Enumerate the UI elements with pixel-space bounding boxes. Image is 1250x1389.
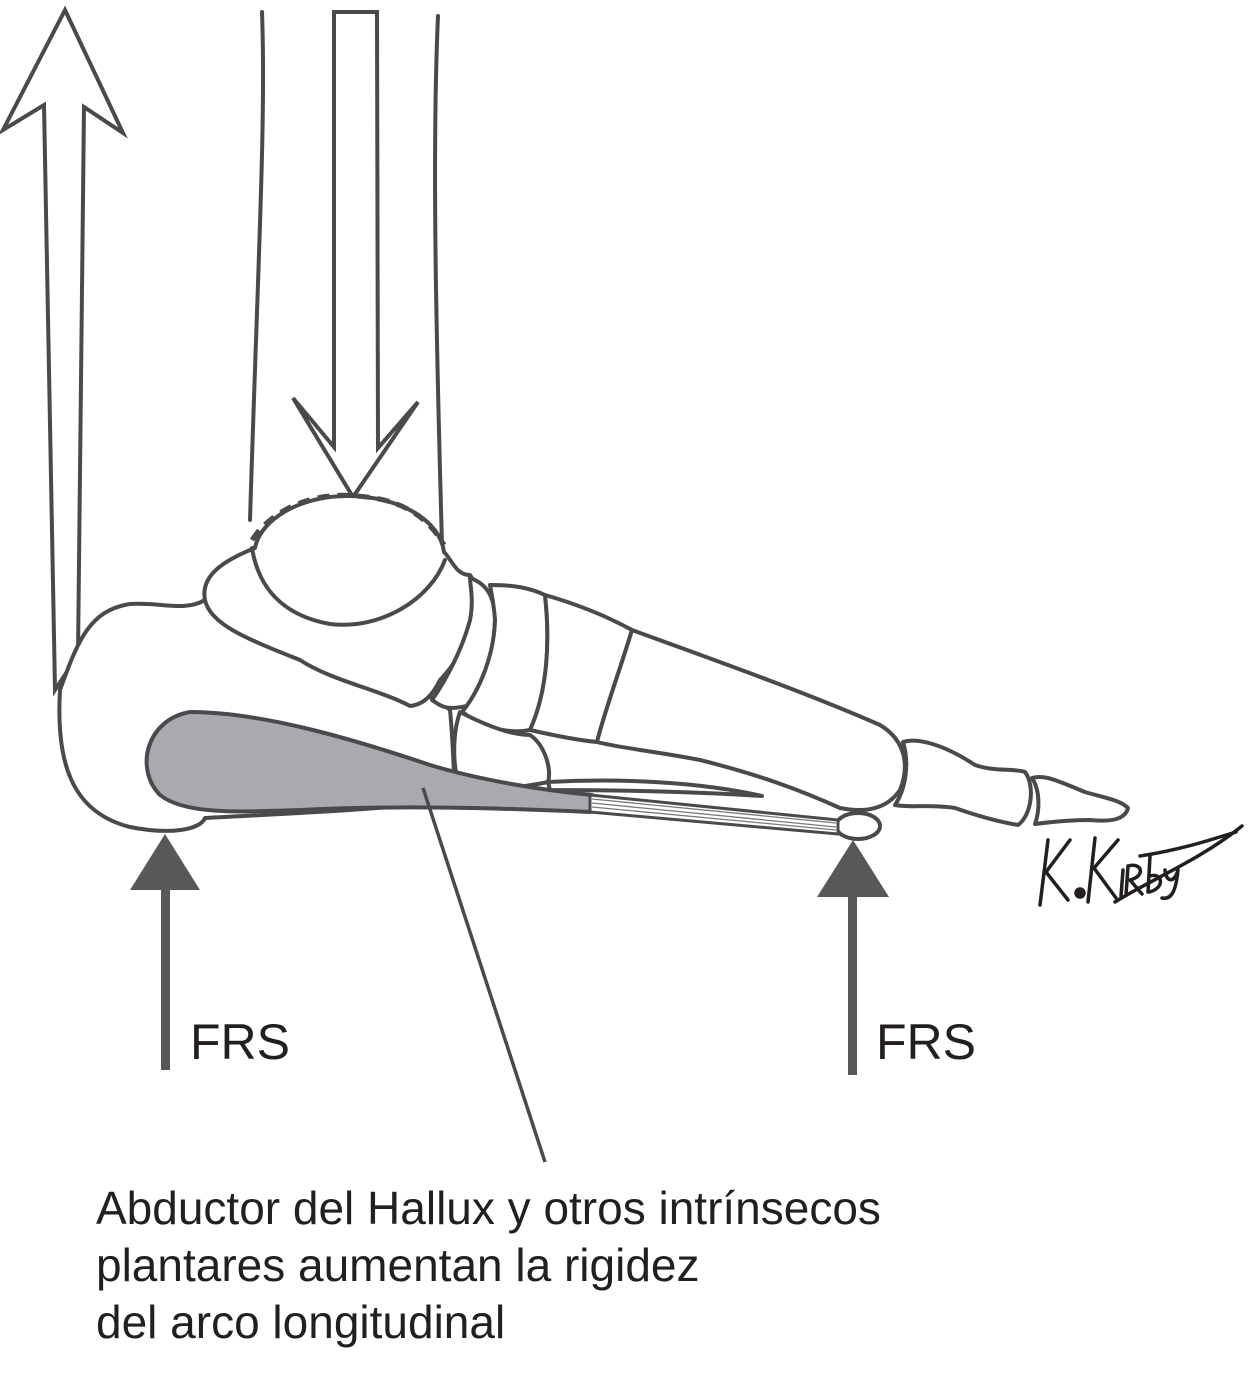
frs-left-arrowhead (130, 834, 200, 890)
frs-right-label: FRS (876, 1014, 976, 1070)
artist-signature (1038, 824, 1244, 907)
pointer-line (421, 787, 547, 1163)
frs-right-shaft (848, 895, 857, 1075)
sesamoid-bone (834, 811, 882, 841)
cuboid-bone (452, 710, 551, 797)
body-weight-arrow (291, 10, 420, 501)
distal-phalanx-bone (1030, 775, 1130, 826)
abductor-hallucis-muscle (144, 710, 594, 814)
achilles-tension-arrow (0, 5, 128, 697)
frs-left-label: FRS (190, 1014, 290, 1070)
tibia-outline (248, 10, 266, 522)
caption-line-2: plantares aumentan la rigidez (96, 1239, 700, 1291)
tibia-outline-front (433, 14, 444, 547)
first-metatarsal-bone (595, 628, 907, 812)
plantar-tendon-stripes (591, 798, 837, 831)
talar-dome-dashed (249, 492, 447, 547)
caption-line-1: Abductor del Hallux y otros intrínsecos (96, 1182, 881, 1234)
frs-left-shaft (161, 888, 170, 1070)
frs-right-arrowhead (817, 840, 889, 897)
talus-inner-contour (250, 546, 447, 627)
caption: Abductor del Hallux y otros intrínsecos … (96, 1180, 1216, 1351)
caption-line-3: del arco longitudinal (96, 1296, 506, 1348)
lateral-metatarsal-bone (546, 778, 764, 798)
proximal-phalanx-bone (893, 738, 1033, 827)
